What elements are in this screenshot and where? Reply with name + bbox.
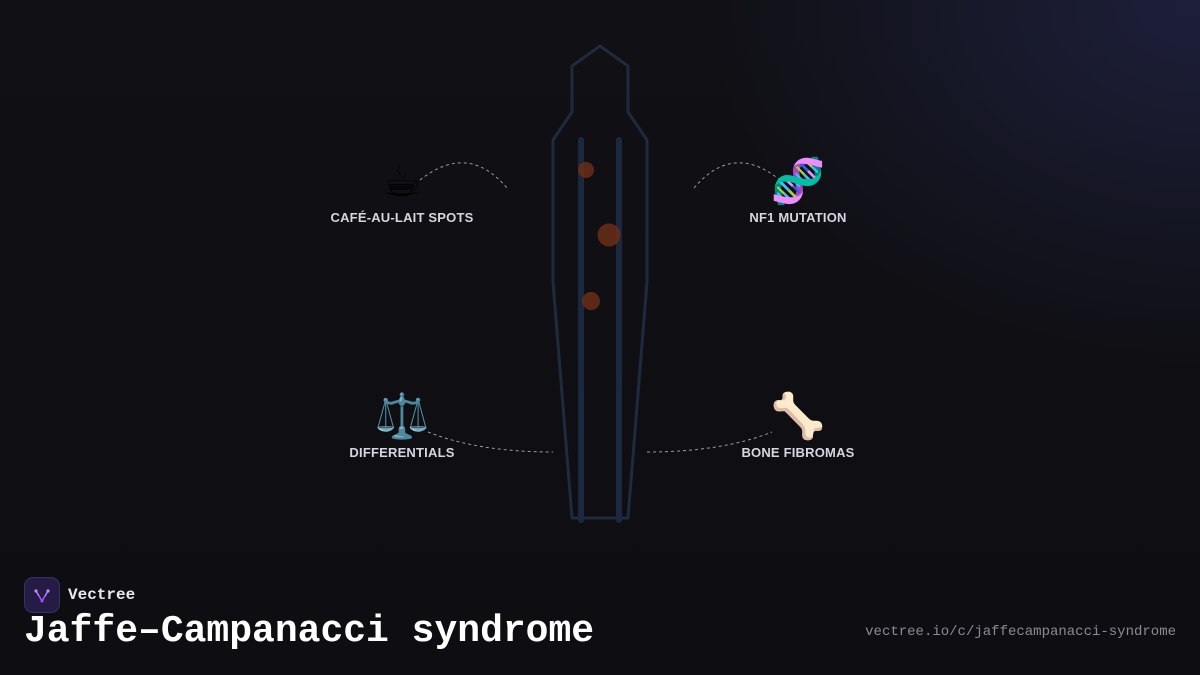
- vectree-logo-icon: [24, 577, 60, 613]
- bone-icon: 🦴: [770, 392, 826, 441]
- brand-name: Vectree: [68, 586, 136, 604]
- node-bone-fibromas: 🦴 BONE FIBROMAS: [698, 392, 898, 461]
- dna-icon: 🧬: [770, 157, 826, 206]
- lesion-spot: [578, 162, 594, 178]
- connector-line: [646, 431, 773, 453]
- connector-line: [693, 162, 781, 189]
- connector-line: [419, 162, 508, 189]
- node-cafe-au-lait-spots: ☕ CAFÉ-AU-LAIT SPOTS: [302, 157, 502, 226]
- node-label: BONE FIBROMAS: [741, 445, 855, 460]
- coffee-icon: ☕: [382, 157, 422, 206]
- node-label: DIFFERENTIALS: [349, 445, 455, 460]
- page-title: Jaffe–Campanacci syndrome: [24, 610, 595, 653]
- node-label: NF1 MUTATION: [749, 210, 847, 225]
- node-label: CAFÉ-AU-LAIT SPOTS: [330, 210, 474, 225]
- node-nf1-mutation: 🧬 NF1 MUTATION: [698, 157, 898, 226]
- balance-scale-icon: ⚖️: [374, 392, 430, 441]
- page-url: vectree.io/c/jaffecampanacci-syndrome: [865, 624, 1176, 640]
- connector-line: [427, 431, 554, 453]
- bone-outline: [551, 44, 649, 520]
- brand: Vectree: [24, 577, 135, 613]
- lesion-spot: [597, 223, 621, 247]
- lesion-spot: [582, 292, 600, 310]
- node-differentials: ⚖️ DIFFERENTIALS: [302, 392, 502, 461]
